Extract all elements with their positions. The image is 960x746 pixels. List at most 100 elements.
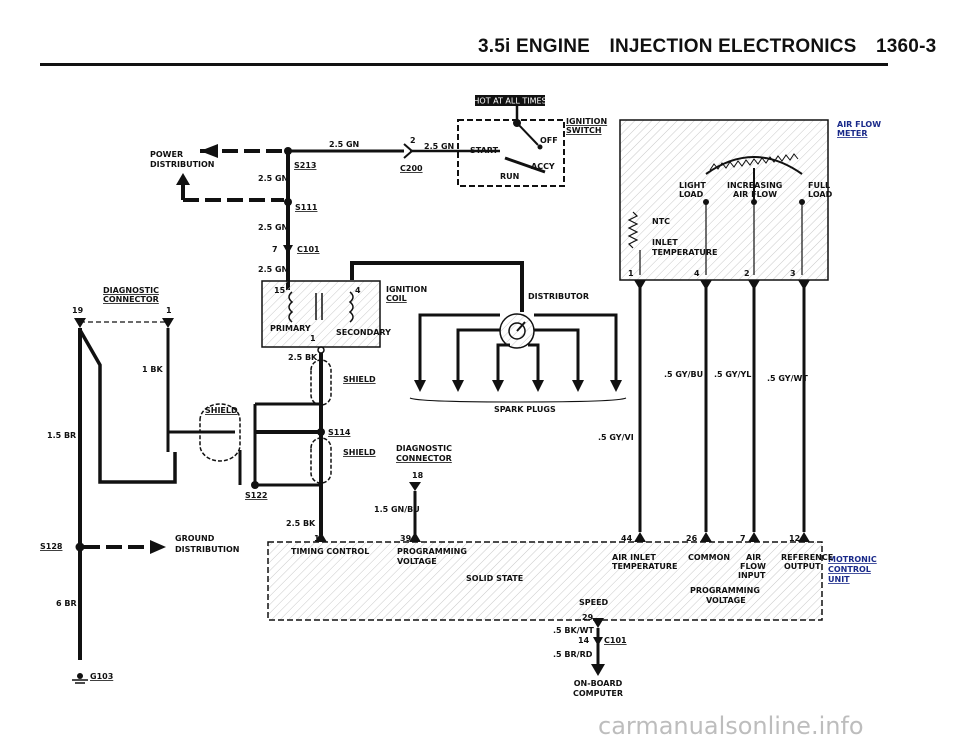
inlet-temperature-label: INLET xyxy=(652,238,678,247)
afm-pin-3: 3 xyxy=(790,269,796,278)
title-section: INJECTION ELECTRONICS xyxy=(609,36,857,57)
switch-pos-off: OFF xyxy=(540,136,558,145)
title-page-number: 1360-3 xyxy=(876,36,937,57)
shield-label: SHIELD xyxy=(343,375,376,384)
diagnostic-connector-label-2: CONNECTOR xyxy=(103,295,159,304)
coil-primary-wiring: 2.5 BK 2.5 BK SHIELD SHIELD S114 S122 xyxy=(238,346,376,535)
switch-pos-accy: ACCY xyxy=(531,162,555,171)
diag-pin-1: 1 xyxy=(166,306,172,315)
programming-voltage-2-label: PROGRAMMING xyxy=(690,586,760,595)
watermark: carmanualsonline.info xyxy=(598,712,864,740)
air-flow-input-label-2: FLOW xyxy=(740,562,766,571)
banner-text: HOT AT ALL TIMES xyxy=(473,97,546,106)
inlet-temperature-label-2: TEMPERATURE xyxy=(652,248,718,257)
ignition-switch: IGNITION SWITCH OFF START ACCY RUN xyxy=(457,106,607,187)
wire-label-gy-bu: .5 GY/BU xyxy=(664,370,703,379)
ignition-coil: 15 4 PRIMARY SECONDARY 1 IGNITION COIL xyxy=(261,261,524,348)
ecu-pin-44: 44 xyxy=(621,534,633,543)
ecu-pin-1: 1 xyxy=(314,534,320,543)
motronic-label-3: UNIT xyxy=(828,575,850,584)
wire-label-bk-wt: .5 BK/WT xyxy=(553,626,594,635)
light-load-label: LIGHT xyxy=(679,181,706,190)
speed-label: SPEED xyxy=(579,598,609,607)
motronic-label: MOTRONIC xyxy=(828,555,877,564)
wire-label-gy-wt: .5 GY/WT xyxy=(767,374,808,383)
afm-pin-4: 4 xyxy=(694,269,700,278)
diagnostic-connector-label: DIAGNOSTIC xyxy=(103,286,159,295)
ground-distribution-label: GROUND xyxy=(175,534,215,543)
wire-label-1-bk: 1 BK xyxy=(142,365,163,374)
shield-label: SHIELD xyxy=(205,406,238,415)
diagnostic-connector-label: DIAGNOSTIC xyxy=(396,444,452,453)
afm-pin-2: 2 xyxy=(744,269,750,278)
air-flow-meter-label-2: METER xyxy=(837,129,868,138)
air-flow-input-label-3: INPUT xyxy=(738,571,766,580)
ignition-coil-label: IGNITION xyxy=(386,285,427,294)
solid-state-label: SOLID STATE xyxy=(466,574,523,583)
connector-c101-lower-label: C101 xyxy=(604,636,627,645)
splice-s114-label: S114 xyxy=(328,428,351,437)
programming-voltage-2-label-2: VOLTAGE xyxy=(706,596,746,605)
programming-voltage-label-2: VOLTAGE xyxy=(397,557,437,566)
spark-plugs-label: SPARK PLUGS xyxy=(494,405,556,414)
full-load-label: FULL xyxy=(808,181,830,190)
switch-pos-start: START xyxy=(470,146,499,155)
connector-c101-label: C101 xyxy=(297,245,320,254)
onboard-computer-label-2: COMPUTER xyxy=(573,689,623,698)
air-flow-input-label: AIR xyxy=(746,553,761,562)
distributor: DISTRIBUTOR SPARK PLUGS xyxy=(409,292,627,414)
wire-label-1-5-gn-bu: 1.5 GN/BU xyxy=(374,505,420,514)
wire-label-6-br: 6 BR xyxy=(56,599,77,608)
ground-distribution: S128 GROUND DISTRIBUTION 6 BR G103 xyxy=(40,534,240,684)
timing-control-label: TIMING CONTROL xyxy=(291,547,369,556)
diag-pin-19: 19 xyxy=(72,306,84,315)
title-rule xyxy=(40,63,888,66)
hot-at-all-times-banner: HOT AT ALL TIMES xyxy=(473,95,547,106)
power-feed-wiring: 2.5 GN 2 2.5 GN C200 POWER DISTRIBUTION … xyxy=(150,136,462,290)
splice-s122-label: S122 xyxy=(245,491,267,500)
c200-pin-label: 2 xyxy=(410,136,416,145)
connector-c200-label: C200 xyxy=(400,164,423,173)
onboard-computer-label: ON-BOARD xyxy=(574,679,623,688)
power-distribution-label-2: DISTRIBUTION xyxy=(150,160,215,169)
switch-pos-run: RUN xyxy=(500,172,519,181)
c101-pin-label: 7 xyxy=(272,245,278,254)
light-load-label-2: LOAD xyxy=(679,190,704,199)
common-label: COMMON xyxy=(688,553,730,562)
ignition-switch-label: IGNITION xyxy=(566,117,607,126)
air-flow-meter: AIR FLOW METER LIGHT LOAD INCREASING AIR… xyxy=(619,119,881,281)
wire-label-2-5-gn: 2.5 GN xyxy=(258,174,288,183)
diagnostic-connector-label-2: CONNECTOR xyxy=(396,454,452,463)
increasing-label-2: AIR FLOW xyxy=(733,190,777,199)
reference-output-label: REFERENCE xyxy=(781,553,833,562)
splice-s128-label: S128 xyxy=(40,542,63,551)
c101-lower-pin-label: 14 xyxy=(578,636,590,645)
full-load-label-2: LOAD xyxy=(808,190,833,199)
programming-voltage-label: PROGRAMMING xyxy=(397,547,467,556)
coil-pin-1: 1 xyxy=(310,334,316,343)
afm-pin-1: 1 xyxy=(628,269,634,278)
wire-label-gy-vi: .5 GY/VI xyxy=(598,433,634,442)
ecu-pin-12: 12 xyxy=(789,534,800,543)
afm-signal-wiring: .5 GY/BU .5 GY/YL .5 GY/WT .5 GY/VI xyxy=(598,280,810,532)
speed-signal-wiring: .5 BK/WT 14 C101 .5 BR/RD ON-BOARD COMPU… xyxy=(553,618,627,698)
coil-primary-label: PRIMARY xyxy=(270,324,311,333)
wire-label-1-5-br: 1.5 BR xyxy=(47,431,76,440)
ecu-pin-26: 26 xyxy=(686,534,698,543)
wire-label-2-5-bk: 2.5 BK xyxy=(288,353,318,362)
ground-g103-label: G103 xyxy=(90,672,113,681)
air-inlet-temp-label: AIR INLET xyxy=(612,553,656,562)
page-title: 3.5i ENGINE INJECTION ELECTRONICS 1360-3 xyxy=(478,36,950,58)
ground-distribution-label-2: DISTRIBUTION xyxy=(175,545,240,554)
increasing-label: INCREASING xyxy=(727,181,782,190)
air-flow-meter-label: AIR FLOW xyxy=(837,120,881,129)
ntc-label: NTC xyxy=(652,217,670,226)
coil-pin-4: 4 xyxy=(355,286,361,295)
wire-label-2-5-gn: 2.5 GN xyxy=(258,265,288,274)
coil-pin-15: 15 xyxy=(274,286,286,295)
reference-output-label-2: OUTPUT xyxy=(784,562,821,571)
motronic-label-2: CONTROL xyxy=(828,565,871,574)
shield-label: SHIELD xyxy=(343,448,376,457)
diagnostic-connector-upper: DIAGNOSTIC CONNECTOR 19 1 1 BK 1.5 BR SH… xyxy=(47,286,241,660)
